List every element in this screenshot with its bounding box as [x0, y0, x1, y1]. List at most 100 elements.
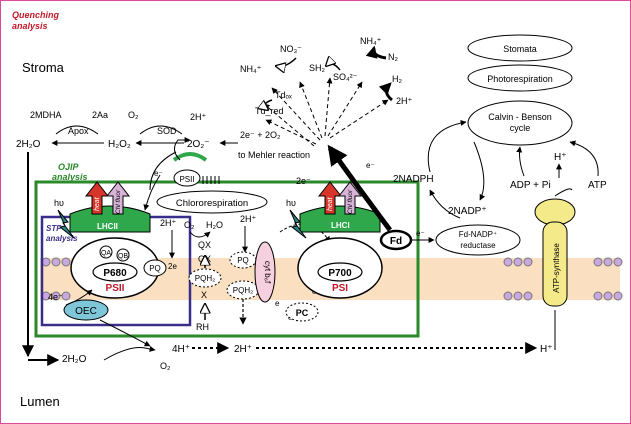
nh4-a: NH₄⁺ — [240, 64, 262, 74]
chloro-h-in: 2H⁺ — [160, 218, 177, 228]
calvin-to-adp — [516, 146, 525, 177]
h2: H₂ — [392, 74, 402, 84]
superoxide-to-psii — [149, 151, 177, 191]
psii-label: PSII — [106, 283, 125, 294]
qb-label: QB — [118, 253, 128, 260]
fd — [379, 229, 413, 251]
psi-label: PSI — [332, 283, 348, 294]
so4: SO₄²⁻ — [333, 72, 358, 82]
atp-to-calvin — [569, 140, 599, 177]
sod-curve — [139, 125, 183, 135]
lhci-label: LHCI — [331, 221, 350, 230]
td-ox: Tdₒₓ — [275, 90, 292, 100]
fd-e: e⁻ — [416, 229, 425, 238]
calvin-line2: cycle — [510, 123, 531, 133]
qb-site — [116, 248, 130, 262]
n2: N₂ — [388, 52, 398, 62]
fd-label: Fd — [390, 236, 402, 247]
oec-electron-arrow — [65, 289, 93, 306]
adp: ADP + Pi — [510, 180, 551, 191]
sod-label: SOD — [157, 126, 177, 136]
p680-center — [92, 262, 138, 282]
nh4-b: NH₄⁺ — [360, 36, 382, 46]
mdha: 2MDHA — [30, 110, 62, 120]
atp-synthase-head — [534, 198, 576, 226]
pq-psii — [143, 259, 167, 277]
atp: ATP — [588, 180, 607, 191]
o2-lumen: O₂ — [160, 361, 171, 371]
lumen-2h: 2H⁺ — [234, 344, 252, 355]
nadph: 2NADPH — [393, 174, 434, 185]
oec-label: OEC — [75, 306, 97, 317]
thioredoxin-arrow — [265, 99, 273, 110]
psii-chl-fluor-label: Chl fluor — [115, 189, 122, 214]
nadp: 2NADP⁺ — [448, 206, 487, 217]
psii-chl-fluor-arrow — [105, 181, 131, 215]
stomata-label: Stomata — [503, 44, 537, 54]
quenching-subtitle: analysis — [12, 21, 48, 31]
cyclic-flow-arrow — [279, 223, 331, 243]
mehler-label: to Mehler reaction — [238, 150, 310, 160]
fd-to-mehler-arrow — [327, 144, 393, 232]
psii-small-e-arrow — [143, 174, 161, 211]
p700-center — [317, 262, 363, 282]
water-lumen: 2H₂O — [62, 354, 87, 365]
no3: NO₃⁻ — [280, 44, 302, 54]
oec-electrons: 4e⁻ — [48, 292, 63, 302]
qa-site — [99, 245, 113, 259]
p700-label: P700 — [328, 268, 352, 279]
qa-label: QA — [101, 250, 111, 257]
pq-2e: 2e — [168, 262, 177, 271]
ojip-title: OJIP — [58, 162, 80, 172]
apox-curve — [55, 125, 99, 135]
h2-plus: 2H⁺ — [396, 96, 413, 106]
psii-small-arrow — [174, 137, 191, 161]
pq-central-label: PQ — [237, 256, 249, 265]
psii-small — [173, 169, 201, 187]
hydrogen-arrow — [378, 82, 393, 102]
oec — [63, 299, 109, 321]
stroma-label: Stroma — [22, 60, 65, 75]
psii-lightning-icon — [57, 209, 75, 239]
stf-subtitle: analysis — [46, 234, 78, 243]
psii-light-label: hυ — [54, 198, 64, 208]
psii-small-cap — [172, 152, 208, 162]
quenching-title: Quenching — [12, 10, 60, 20]
fnr-line2: reductase — [460, 241, 496, 250]
nadp-cycle-arrow — [429, 189, 461, 219]
pqh2-left — [188, 268, 222, 288]
psii-heat-label: heat — [94, 196, 101, 211]
h-top: H⁺ — [554, 152, 567, 163]
calvin-line1: Calvin - Benson — [488, 112, 552, 122]
rh-label: RH — [196, 322, 209, 332]
lhcii-label: LHCII — [97, 222, 118, 231]
psi-complex: LHCI P700 PSI heat Chl fluor hυ 2e⁻ — [286, 176, 383, 299]
stroma-water: 2H₂O — [16, 139, 41, 150]
psi-lightning-icon — [289, 209, 307, 239]
pqh2-left-label: PQH₂ — [195, 274, 215, 283]
nadph-to-calvin — [427, 119, 467, 173]
chlororespiration-label: Chlororespiration — [176, 198, 248, 209]
pq-psii-label: PQ — [149, 264, 161, 273]
cyt-e1: e — [275, 299, 280, 308]
psi-heat-label: heat — [327, 196, 334, 211]
n2-fixation-arrow — [365, 45, 387, 60]
pc-label: PC — [296, 308, 309, 318]
chloro-h-in2: 2H⁺ — [240, 214, 257, 224]
psi-chl-fluor-arrow — [337, 181, 363, 215]
psi-light-label: hυ — [286, 198, 296, 208]
psii-small-e: e⁻ — [154, 169, 163, 178]
mehler-e: e⁻ — [366, 161, 375, 170]
stf-title: STF — [46, 224, 62, 233]
chloro-h2o: H₂O — [206, 220, 223, 230]
atp-synthase-link — [554, 188, 573, 197]
psii-small-label: PSII — [179, 175, 194, 184]
psi-heat-arrow — [317, 181, 343, 215]
mehler-eq: 2e⁻ + 2O₂ — [240, 130, 281, 140]
ojip-box — [34, 180, 420, 338]
p680-label: P680 — [103, 268, 127, 279]
h2o2: H₂O₂ — [108, 139, 131, 150]
lipid-bilayer-left — [41, 257, 71, 301]
